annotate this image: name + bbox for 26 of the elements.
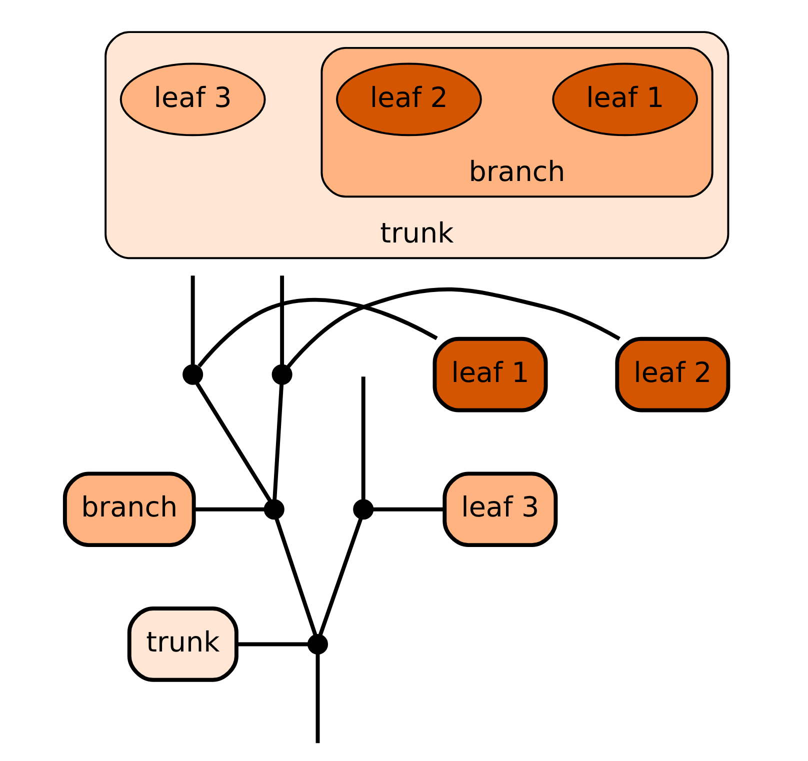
node-box: leaf 2 — [614, 336, 730, 412]
node-circle — [352, 499, 374, 520]
connector — [315, 654, 320, 744]
node-box: branch — [62, 472, 196, 548]
connector — [272, 384, 284, 500]
node-circle — [271, 364, 292, 385]
connector — [318, 518, 362, 636]
connector — [280, 276, 284, 365]
node-circle — [182, 364, 203, 385]
connector — [360, 376, 365, 500]
node-ellipse: leaf 1 — [552, 62, 698, 136]
connector — [193, 507, 264, 512]
node-box: leaf 1 — [432, 336, 548, 412]
connector — [372, 507, 444, 512]
connector — [190, 276, 194, 365]
node-ellipse: leaf 2 — [336, 62, 482, 136]
node-circle — [263, 499, 284, 520]
connector — [236, 642, 308, 646]
connector — [195, 382, 272, 502]
node-ellipse: leaf 3 — [119, 62, 266, 136]
connector — [286, 288, 620, 368]
connector — [197, 298, 438, 368]
node-box: leaf 3 — [442, 472, 558, 548]
node-circle — [306, 634, 328, 654]
node-box: trunk — [126, 606, 238, 682]
connector — [274, 518, 317, 636]
